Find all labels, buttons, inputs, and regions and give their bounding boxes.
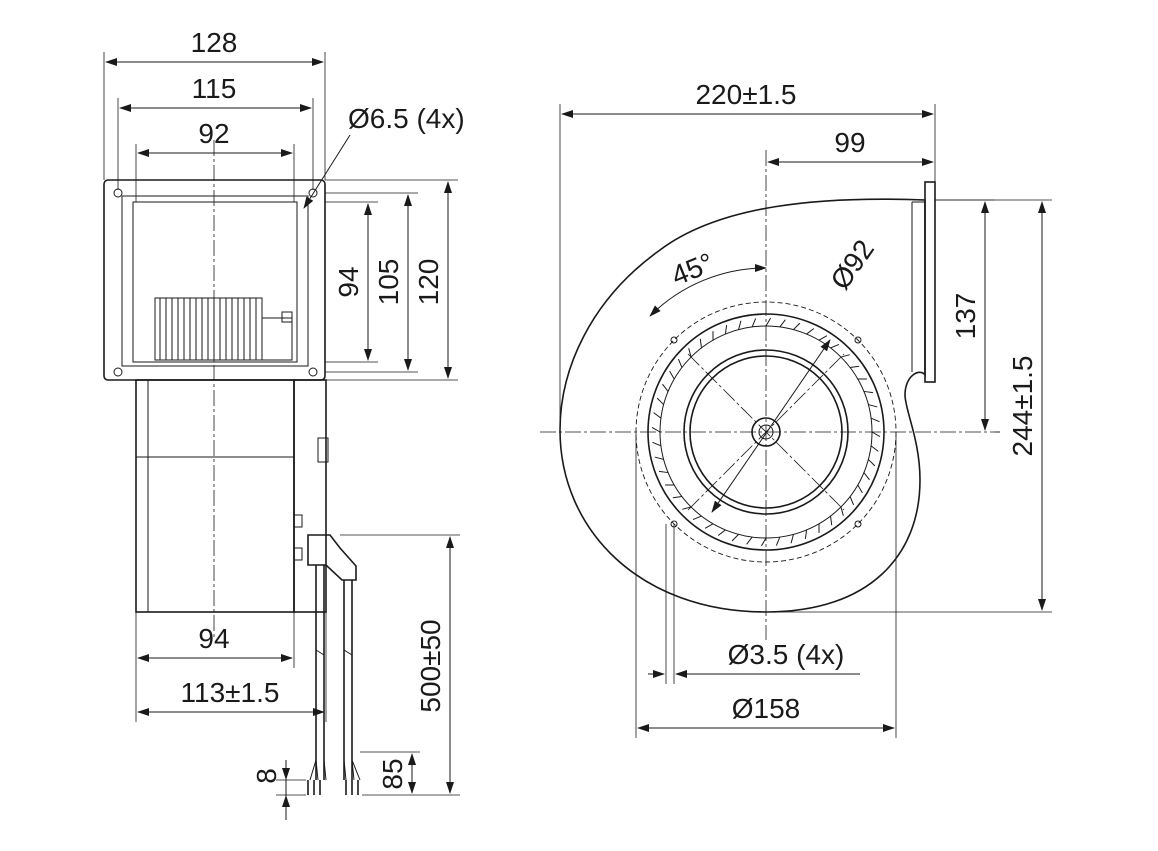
cable-bundle bbox=[307, 565, 361, 795]
dim-angle: 45° bbox=[667, 247, 718, 292]
impeller-blades bbox=[154, 297, 293, 361]
blade-tick bbox=[840, 506, 844, 516]
dim-wire-strip: 8 bbox=[251, 768, 282, 784]
blade-tick bbox=[870, 417, 880, 423]
front-view: 220±1.5 99 45° Ø92 137 244±1.5 Ø3.5 (4x)… bbox=[540, 79, 1052, 738]
blade-tick bbox=[704, 523, 714, 529]
mount-hole-bl bbox=[113, 367, 123, 377]
dim-hole-pitch-height: 105 bbox=[373, 259, 404, 306]
blade-tick bbox=[818, 335, 828, 341]
blade-tick bbox=[870, 445, 879, 452]
dim-outlet-offset: 99 bbox=[834, 127, 865, 158]
blade-tick bbox=[790, 534, 794, 544]
blade-tick bbox=[653, 412, 662, 419]
blade-tick bbox=[850, 365, 860, 368]
front-hole-tl bbox=[670, 336, 678, 344]
flange-inner-frame bbox=[121, 195, 309, 367]
blade-tick bbox=[662, 383, 669, 392]
blade-tick bbox=[746, 536, 753, 545]
blade-tick bbox=[738, 320, 742, 330]
dim-inner-width: 92 bbox=[198, 118, 229, 149]
housing-body bbox=[135, 379, 295, 613]
dim-mounting-holes: Ø6.5 (4x) bbox=[348, 103, 465, 134]
dim-front-width: 220±1.5 bbox=[695, 79, 796, 110]
outlet-flange bbox=[924, 181, 936, 383]
blade-tick bbox=[688, 348, 692, 358]
blade-tick bbox=[672, 496, 682, 499]
flange-opening bbox=[132, 201, 298, 363]
blade-tick bbox=[793, 322, 801, 330]
blade-tick bbox=[765, 317, 771, 327]
front-hole-tr bbox=[854, 336, 862, 344]
cable-gland bbox=[307, 534, 357, 581]
blade-tick bbox=[692, 515, 702, 521]
dim-wire-end: 85 bbox=[377, 758, 408, 789]
blade-tick bbox=[652, 441, 662, 447]
blade-tick bbox=[731, 534, 739, 542]
blade-tick bbox=[830, 516, 833, 526]
blade-tick bbox=[677, 358, 683, 368]
blade-tick bbox=[651, 427, 661, 433]
blade-tick bbox=[868, 404, 878, 408]
dim-cable-length: 500±50 bbox=[415, 619, 446, 712]
blade-tick bbox=[868, 459, 876, 467]
mount-hole-br bbox=[308, 367, 318, 377]
dim-inner-height: 94 bbox=[333, 266, 364, 297]
angle-arc bbox=[649, 263, 767, 317]
blade-tick bbox=[863, 472, 870, 481]
blade-tick bbox=[717, 529, 726, 536]
blade-tick bbox=[761, 537, 767, 547]
dim-front-height: 244±1.5 bbox=[1007, 355, 1038, 456]
dim-hole-pitch-width: 115 bbox=[192, 73, 237, 104]
blade-ticks bbox=[651, 317, 881, 547]
dim-inlet-diameter: Ø92 bbox=[824, 234, 880, 295]
blade-tick bbox=[669, 370, 675, 380]
blade-tick bbox=[699, 338, 702, 348]
blade-tick bbox=[863, 390, 874, 394]
blade-tick bbox=[779, 319, 786, 328]
blade-tick bbox=[804, 529, 808, 540]
dim-mount-holes: Ø3.5 (4x) bbox=[728, 639, 845, 670]
blade-tick bbox=[806, 328, 815, 335]
dim-overall-height: 120 bbox=[413, 259, 444, 306]
blade-tick bbox=[654, 456, 664, 460]
blade-tick bbox=[658, 470, 669, 474]
blade-tick bbox=[857, 484, 863, 494]
blade-tick bbox=[775, 536, 781, 546]
dim-body-depth: 113±1.5 bbox=[181, 677, 280, 708]
dim-outlet-height: 137 bbox=[950, 293, 981, 340]
motor-plate bbox=[293, 379, 327, 613]
dim-body-width: 94 bbox=[198, 623, 229, 654]
blade-tick bbox=[682, 506, 692, 510]
mount-hole-tl bbox=[113, 188, 123, 198]
front-hole-br bbox=[854, 520, 862, 528]
hole-leader bbox=[303, 134, 351, 209]
blade-tick bbox=[656, 397, 664, 405]
scroll-housing bbox=[559, 198, 926, 613]
blade-tick bbox=[830, 343, 840, 349]
side-view: 128 115 92 Ø6.5 (4x) 94 105 120 94 bbox=[103, 27, 465, 820]
dim-hole-circle: Ø158 bbox=[732, 693, 801, 724]
blade-tick bbox=[849, 496, 855, 506]
blade-tick bbox=[751, 318, 757, 328]
dim-overall-width: 128 bbox=[191, 27, 238, 58]
blade-tick bbox=[840, 354, 850, 358]
dim-line-92-diam bbox=[711, 339, 831, 513]
blade-tick bbox=[724, 324, 728, 335]
blade-tick bbox=[871, 431, 881, 437]
